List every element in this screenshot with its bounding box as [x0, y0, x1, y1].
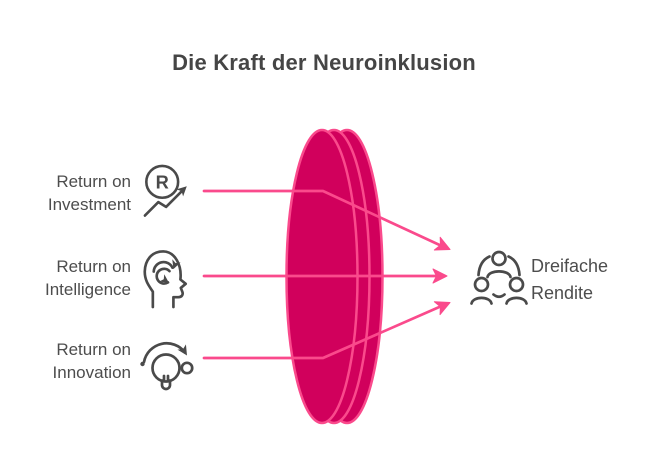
- investment-growth-icon: R: [142, 162, 194, 221]
- label-return-on-investment: Return on Investment: [47, 172, 131, 214]
- lightbulb-idea-icon: [137, 331, 199, 393]
- label-return-on-intelligence: Return on Intelligence: [44, 257, 131, 299]
- ray-bottom: [202, 303, 447, 360]
- ray-top: [202, 189, 447, 249]
- team-network-icon: [470, 246, 528, 308]
- ray-bottom-arrowhead-icon: [433, 301, 451, 316]
- ray-middle-arrowhead-icon: [432, 268, 448, 284]
- page-title: Die Kraft der Neuroinklusion: [172, 50, 476, 75]
- bulb: [151, 353, 181, 383]
- ray-top-arrowhead-icon: [433, 236, 451, 251]
- head-profile: [143, 250, 188, 309]
- head-process-icon: [140, 246, 196, 309]
- rays: [202, 189, 451, 360]
- investment-r-letter: R: [156, 172, 169, 193]
- label-dreifache-rendite: Dreifache Rendite: [531, 256, 609, 303]
- label-return-on-innovation: Return on Innovation: [52, 340, 131, 382]
